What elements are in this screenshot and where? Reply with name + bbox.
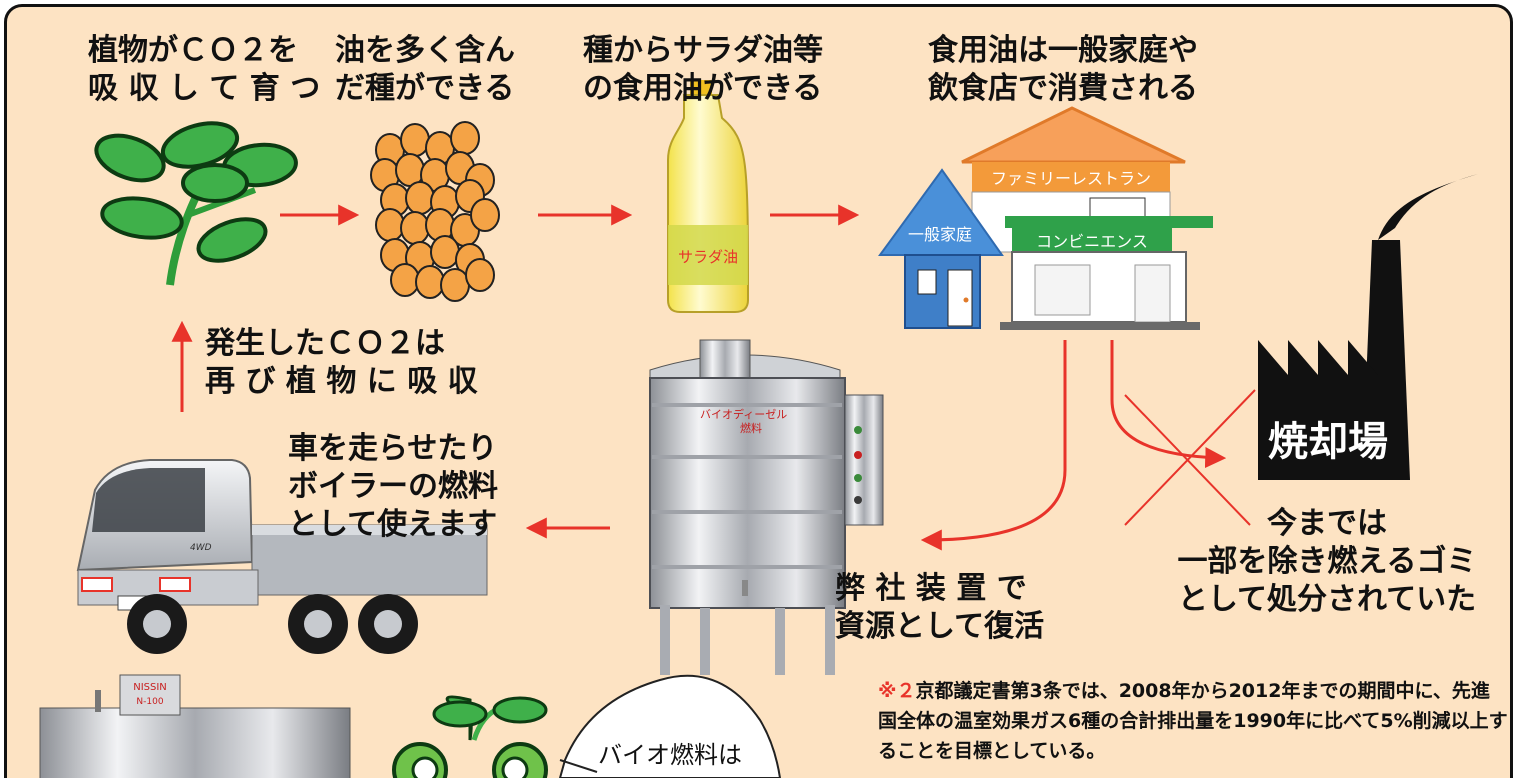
seed-icon	[415, 265, 445, 299]
seed-icon	[465, 258, 495, 292]
frog-mascot-icon	[392, 695, 548, 778]
flow-arrows	[171, 204, 1227, 551]
caption-plant-line2: 吸 収 し て 育 つ	[88, 71, 321, 106]
caption-oil: 種からサラダ油等 の食用油ができる	[583, 32, 823, 108]
bubble-text: バイオ燃料は	[598, 741, 742, 769]
caption-revive: 弊 社 装 置 で 資源として復活	[835, 570, 1044, 646]
caption-consume: 食用油は一般家庭や 飲食店で消費される	[928, 32, 1198, 108]
caption-use: 車を走らせたり ボイラーの燃料 として使えます	[288, 430, 498, 544]
caption-revive-line1: 弊 社 装 置 で	[835, 571, 1027, 606]
oil-bottle-icon: サラダ油	[667, 80, 750, 313]
caption-consume-line1: 食用油は一般家庭や	[928, 33, 1198, 68]
plant-icon	[94, 121, 298, 286]
caption-seed-line2: だ種ができる	[335, 71, 515, 106]
seed-icon	[375, 208, 405, 242]
kyoto-footnote: ※２京都議定書第3条では、2008年から2012年までの期間中に、先進国全体の温…	[878, 676, 1508, 766]
convenience-label: コンビニエンス	[1036, 232, 1148, 251]
seed-icon	[440, 268, 470, 302]
caption-revive-line2: 資源として復活	[835, 609, 1045, 644]
caption-past-line3: として処分されていた	[1177, 582, 1477, 617]
seed-icon	[430, 235, 460, 269]
family-restaurant-label: ファミリーレストラン	[991, 169, 1151, 188]
nissin-label: NISSIN	[133, 682, 167, 693]
nissin-model: N-100	[136, 697, 163, 707]
speech-bubble: バイオ燃料は	[558, 674, 782, 778]
caption-oil-line1: 種からサラダ油等	[583, 33, 823, 68]
footnote-mark: ※２	[878, 680, 916, 702]
arrow-to-incinerator	[1110, 340, 1227, 469]
truck-icon: 4WD	[76, 459, 488, 654]
truck-badge: 4WD	[190, 543, 212, 553]
seed-icon	[450, 121, 480, 155]
arrow-to-machine	[920, 340, 1067, 551]
caption-use-line3: として使えます	[288, 507, 498, 542]
home-label: 一般家庭	[908, 225, 972, 244]
caption-seed: 油を多く含ん だ種ができる	[335, 32, 515, 108]
seed-icon	[470, 198, 500, 232]
machine-plate-sub: 燃料	[740, 421, 762, 435]
caption-co2-line2: 再 び 植 物 に 吸 収	[205, 364, 478, 399]
machine-plate: バイオディーゼル	[700, 407, 787, 421]
seed-icon	[400, 123, 430, 157]
nissin-machine-icon: NISSIN N-100	[39, 674, 351, 778]
caption-use-line1: 車を走らせたり	[288, 431, 498, 466]
biodiesel-machine-icon: バイオディーゼル 燃料	[649, 339, 884, 675]
footnote-text: 京都議定書第3条では、2008年から2012年までの期間中に、先進国全体の温室効…	[878, 680, 1508, 762]
buildings-group: ファミリーレストラン 一般家庭 コンビニエンス	[878, 106, 1213, 330]
caption-seed-line1: 油を多く含ん	[335, 33, 515, 68]
seed-icon	[400, 211, 430, 245]
seed-icon	[390, 263, 420, 297]
caption-co2: 発生したＣＯ２は 再 び 植 物 に 吸 収	[205, 325, 478, 401]
caption-past: 今までは 一部を除き燃えるゴミ として処分されていた	[1162, 505, 1492, 619]
cross-mark	[1124, 389, 1256, 526]
caption-past-line2: 一部を除き燃えるゴミ	[1177, 544, 1477, 579]
caption-co2-line1: 発生したＣＯ２は	[205, 326, 445, 361]
incinerator-icon: 焼却場	[1258, 174, 1478, 480]
caption-past-line1: 今までは	[1267, 506, 1387, 541]
seed-icon	[405, 181, 435, 215]
caption-plant: 植物がＣＯ２を 吸 収 し て 育 つ	[88, 32, 320, 108]
caption-oil-line2: の食用油ができる	[583, 71, 823, 106]
caption-plant-line1: 植物がＣＯ２を	[88, 33, 298, 68]
caption-use-line2: ボイラーの燃料	[288, 469, 498, 504]
incinerator-label: 焼却場	[1268, 419, 1388, 465]
caption-consume-line2: 飲食店で消費される	[928, 71, 1198, 106]
seeds-icon	[370, 121, 500, 302]
bottle-label: サラダ油	[678, 248, 738, 266]
